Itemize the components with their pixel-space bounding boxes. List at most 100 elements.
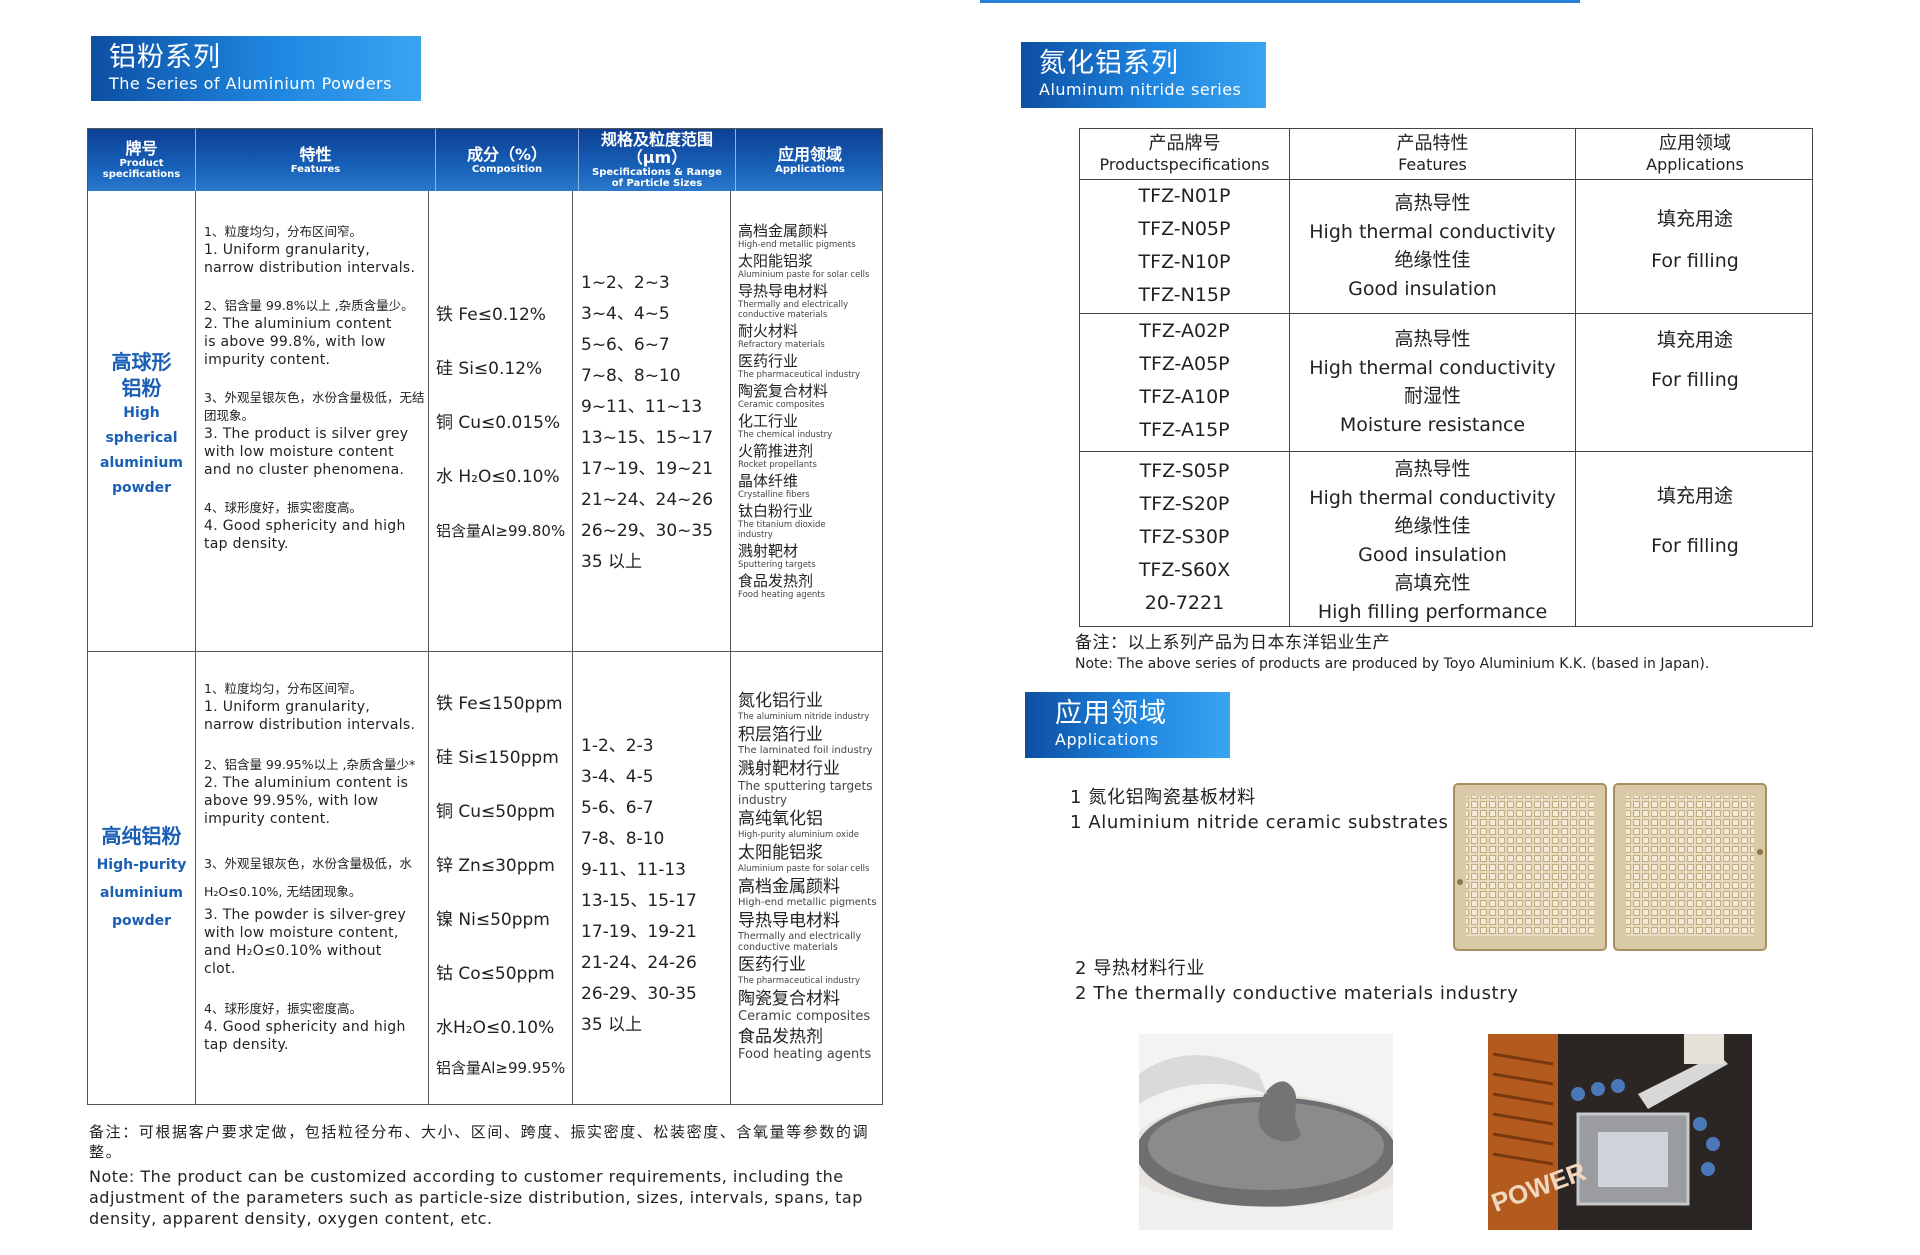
size-item: 1-2、2-3 (581, 736, 654, 756)
column-divider (195, 191, 196, 1104)
column-divider (730, 191, 731, 1104)
header-label-en: Product specifications (102, 158, 181, 180)
feature-en: 3. The product is silver grey (204, 426, 409, 442)
size-item: 3-4、4-5 (581, 767, 654, 787)
application-text: 填充用途 (1656, 485, 1733, 507)
product-name-en: High-purity (96, 857, 187, 873)
feature-zh: 3、外观呈银灰色，水份含量极低，水 H₂O≤0.10%, 无结团现象。 (204, 856, 412, 899)
feature-text: 绝缘性佳 (1394, 249, 1471, 271)
application-item-1: 1 氮化铝陶瓷基板材料 1 Aluminium nitride ceramic … (1070, 785, 1449, 835)
feature-zh: 2、铝含量 99.8%以上 ,杂质含量少。 (204, 298, 414, 313)
application-zh: 太阳能铝浆 (738, 843, 823, 863)
feature-en: tap density. (204, 536, 289, 552)
feature-list: 高热导性 High thermal conductivity 绝缘性佳 Good… (1290, 189, 1575, 303)
application-list: 填充用途 For filling (1576, 329, 1814, 391)
banner-title-en: Aluminum nitride series (1039, 80, 1242, 99)
product-name-zh: 高球形 (111, 350, 172, 374)
header-label-en: Applications (775, 163, 845, 175)
feature-en: impurity content. (204, 811, 331, 827)
feature-en: tap density. (204, 1037, 289, 1053)
column-divider (428, 191, 429, 1104)
application-zh: 导热导电材料 (738, 282, 829, 300)
feature-en: 2. The aluminium content is (204, 775, 409, 791)
application-zh: 化工行业 (738, 412, 799, 430)
feature-item: 2、铝含量 99.95%以上 ,杂质含量少* 2. The aluminium … (204, 756, 434, 828)
feature-zh: 3、外观呈银灰色，水份含量极低，无结团现象。 (204, 390, 425, 423)
application-zh: 医药行业 (738, 352, 799, 370)
application-zh: 导热导电材料 (738, 911, 840, 931)
size-item: 26~29、30~35 (581, 521, 714, 541)
applications-list: 高档金属颜料 High-end metallic pigments 太阳能铝浆 … (738, 223, 880, 603)
model-code: TFZ-N10P (1138, 251, 1231, 273)
note-en: Note: The product can be customized acco… (89, 1167, 863, 1228)
size-list: 1~2、2~3 3~4、4~5 5~6、6~7 7~8、8~10 9~11、11… (581, 273, 721, 583)
feature-en: above 99.95%, with low (204, 793, 379, 809)
application-en: The laminated foil industry (738, 745, 873, 756)
features-list: 1、粒度均匀，分布区间窄。 1. Uniform granularity, na… (204, 680, 434, 1074)
application-title-en: 1 Aluminium nitride ceramic substrates (1070, 812, 1449, 833)
feature-text: 高热导性 (1394, 328, 1471, 350)
application-en: The chemical industry (738, 430, 833, 440)
application-en: Aluminium paste for solar cells (738, 864, 870, 874)
header-label-en: Composition (471, 163, 543, 175)
size-item: 7-8、8-10 (581, 829, 665, 849)
model-code: TFZ-A15P (1139, 419, 1230, 441)
size-item: 26-29、30-35 (581, 984, 697, 1004)
application-en: Aluminium paste for solar cells (738, 270, 870, 280)
banner-title-zh: 应用领域 (1055, 698, 1167, 729)
feature-en: 1. Uniform granularity, (204, 242, 371, 258)
nitride-note: 备注：以上系列产品为日本东洋铝业生产 Note: The above serie… (1075, 632, 1709, 674)
table-header: 牌号 Product specifications 特性 Features 成分… (88, 129, 882, 191)
application-en: Food heating agents (738, 590, 826, 600)
product-name-en: aluminium (100, 455, 183, 471)
features-list: 1、粒度均匀，分布区间窄。 1. Uniform granularity, na… (204, 223, 434, 573)
model-code: TFZ-S60X (1138, 559, 1231, 581)
size-item: 17-19、19-21 (581, 922, 697, 942)
feature-en: with low moisture content (204, 444, 394, 460)
thermal-paste-photo (1139, 1034, 1393, 1230)
header-label: 成分（%） (466, 144, 548, 164)
feature-zh: 4、球形度好，振实密度高。 (204, 500, 362, 515)
feature-en: with low moisture content, (204, 925, 399, 941)
note-en: Note: The above series of products are p… (1075, 656, 1710, 672)
feature-text: High thermal conductivity (1309, 356, 1556, 379)
application-text: 填充用途 (1656, 329, 1733, 351)
application-text: For filling (1651, 369, 1739, 391)
feature-zh: 4、球形度好，振实密度高。 (204, 1001, 362, 1016)
product-name-zh: 高纯铝粉 (101, 824, 182, 848)
application-en: Rocket propellants (738, 460, 817, 470)
application-en: The pharmaceutical industry (738, 976, 861, 986)
feature-list: 高热导性 High thermal conductivity 绝缘性佳 Good… (1290, 455, 1575, 626)
header-label: 规格及粒度范围（μm） (600, 130, 713, 167)
application-en: Ceramic composites (738, 1009, 871, 1024)
model-code: TFZ-N15P (1138, 284, 1231, 306)
feature-text: High thermal conductivity (1309, 486, 1556, 509)
feature-text: High filling performance (1317, 600, 1548, 623)
application-list: 填充用途 For filling (1576, 485, 1814, 557)
header-label: 产品牌号 (1148, 133, 1221, 154)
size-item: 21~24、24~26 (581, 490, 714, 510)
banner-title-zh: 氮化铝系列 (1039, 48, 1179, 79)
feature-en: 4. Good sphericity and high (204, 1019, 406, 1035)
size-item: 13~15、15~17 (581, 428, 714, 448)
application-text: For filling (1651, 250, 1739, 272)
row-divider (88, 651, 882, 652)
row-divider (1080, 179, 1812, 180)
banner-title-en: Applications (1055, 730, 1159, 749)
header-label-en: Features (1398, 155, 1467, 174)
applications-banner: 应用领域 Applications (1025, 692, 1230, 758)
composition-list: 铁 Fe≤150ppm 硅 Si≤150ppm 铜 Cu≤50ppm 锌 Zn≤… (436, 694, 576, 1112)
size-item: 3~4、4~5 (581, 304, 670, 324)
application-zh: 太阳能铝浆 (738, 252, 814, 270)
composition-item: 铝含量Al≥99.95% (436, 1059, 566, 1077)
feature-en: clot. (204, 961, 236, 977)
application-zh: 食品发热剂 (738, 1027, 823, 1047)
model-code: 20-7221 (1144, 592, 1225, 614)
model-code: TFZ-S30P (1139, 526, 1230, 548)
feature-en: 1. Uniform granularity, (204, 699, 371, 715)
composition-item: 镍 Ni≤50ppm (436, 910, 550, 930)
application-zh: 溅射靶材行业 (738, 759, 840, 779)
applications-list: 氮化铝行业 The aluminium nitride industry 积层箔… (738, 692, 880, 1066)
composition-item: 铁 Fe≤0.12% (436, 305, 546, 325)
feature-item: 1、粒度均匀，分布区间窄。 1. Uniform granularity, na… (204, 680, 434, 734)
